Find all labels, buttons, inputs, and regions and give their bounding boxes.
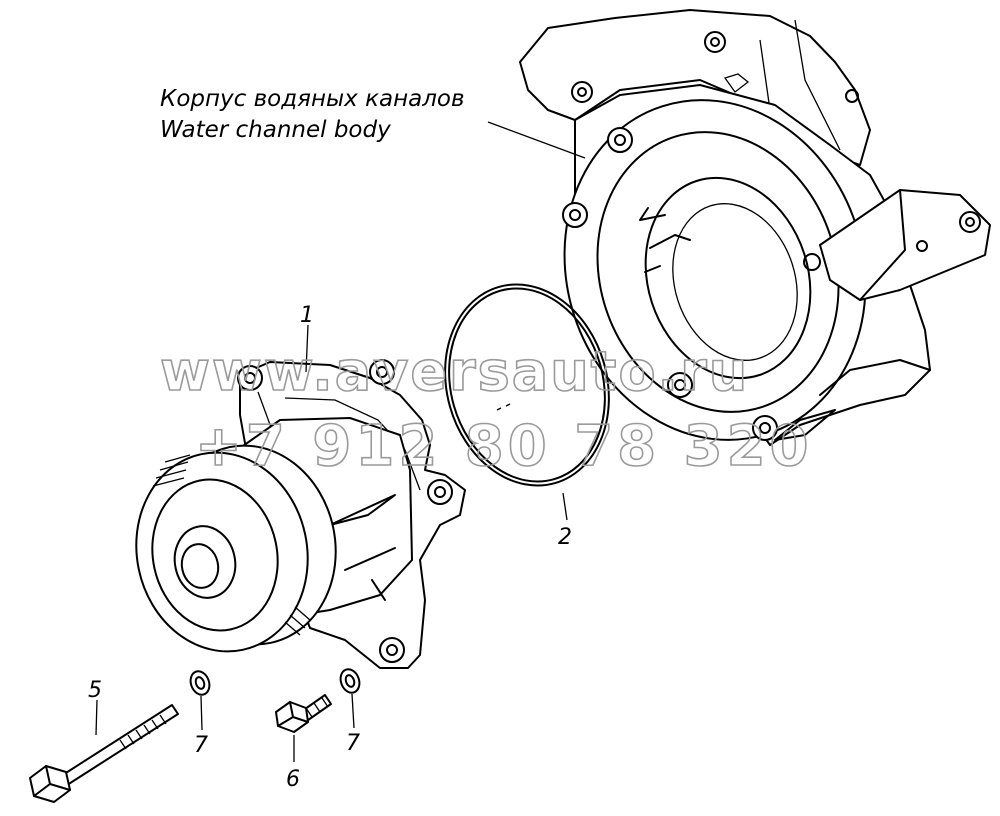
water-channel-body	[519, 9, 991, 446]
callout-2: 2	[558, 525, 572, 550]
caption-leader	[487, 121, 586, 159]
callout-2-leader	[562, 492, 568, 521]
callout-7b-leader	[351, 693, 355, 729]
callout-6: 6	[286, 767, 300, 792]
callout-1-leader	[305, 324, 309, 373]
caption-russian: Корпус водяных каналов	[160, 86, 465, 112]
watermark-phone: +7 912 80 78 320	[195, 414, 813, 479]
callout-7-right: 7	[346, 731, 360, 756]
callout-1: 1	[300, 303, 314, 328]
callout-7-left: 7	[194, 733, 208, 758]
water-pump	[135, 359, 466, 669]
washer-left	[189, 670, 211, 696]
caption-english: Water channel body	[160, 117, 391, 143]
callout-5: 5	[88, 678, 102, 703]
callout-7a-leader	[200, 695, 203, 731]
o-ring-seal	[444, 283, 610, 487]
long-bolt	[29, 704, 179, 803]
short-bolt	[275, 694, 332, 733]
callout-5-leader	[95, 699, 98, 736]
washer-right	[339, 668, 361, 694]
watermark-site: www.aversauto.ru	[160, 340, 749, 403]
